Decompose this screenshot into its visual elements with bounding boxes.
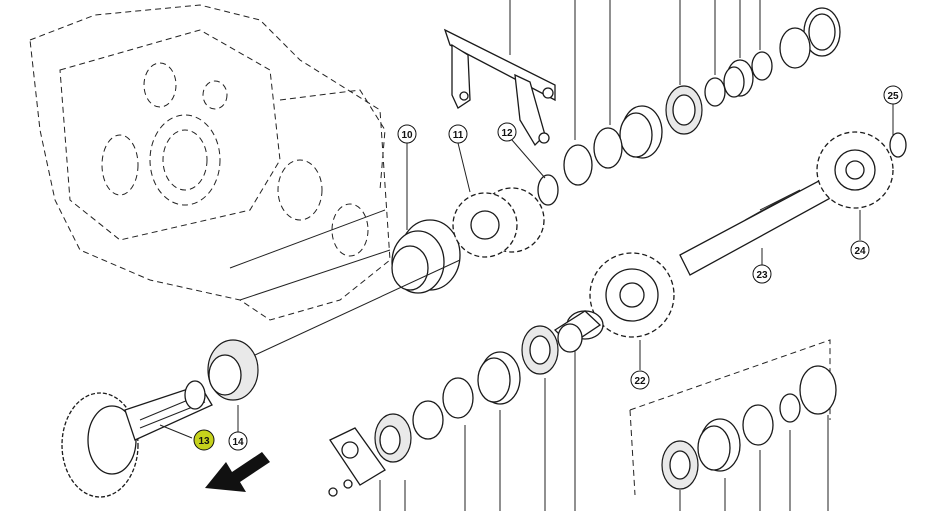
gear-24 <box>816 131 894 209</box>
callout-22: 22 <box>630 370 650 390</box>
callout-25: 25 <box>883 85 903 105</box>
upper-shaft-parts <box>537 0 841 206</box>
callout-14: 14 <box>228 431 248 451</box>
callout-label: 11 <box>453 130 464 141</box>
snap-ring-25 <box>889 132 907 158</box>
callout-label: 22 <box>634 376 646 387</box>
leader-lines <box>159 104 894 439</box>
lower-right-assembly <box>629 339 837 511</box>
callout-10: 10 <box>397 124 417 144</box>
gearbox-housing <box>29 4 391 321</box>
callout-12: 12 <box>497 122 517 142</box>
bearing-14 <box>207 259 461 401</box>
callout-label: 14 <box>232 437 244 448</box>
lower-shaft-parts <box>328 325 576 511</box>
callout-label: 25 <box>887 91 899 102</box>
callout-13: 13 <box>193 429 215 451</box>
callout-23: 23 <box>752 264 772 284</box>
bevel-pinion <box>61 380 213 498</box>
gear-22 <box>589 252 675 338</box>
callout-label: 10 <box>401 130 413 141</box>
callout-label: 23 <box>756 270 768 281</box>
direction-arrow-icon <box>205 452 270 492</box>
callout-label: 12 <box>501 128 513 139</box>
callout-11: 11 <box>448 124 468 144</box>
callout-label: 24 <box>854 246 866 257</box>
bushing <box>553 310 604 353</box>
callout-24: 24 <box>850 240 870 260</box>
callout-label: 13 <box>198 436 210 447</box>
shift-fork <box>443 0 556 147</box>
synchro-sleeve <box>391 219 461 294</box>
gear-11 <box>452 187 545 258</box>
